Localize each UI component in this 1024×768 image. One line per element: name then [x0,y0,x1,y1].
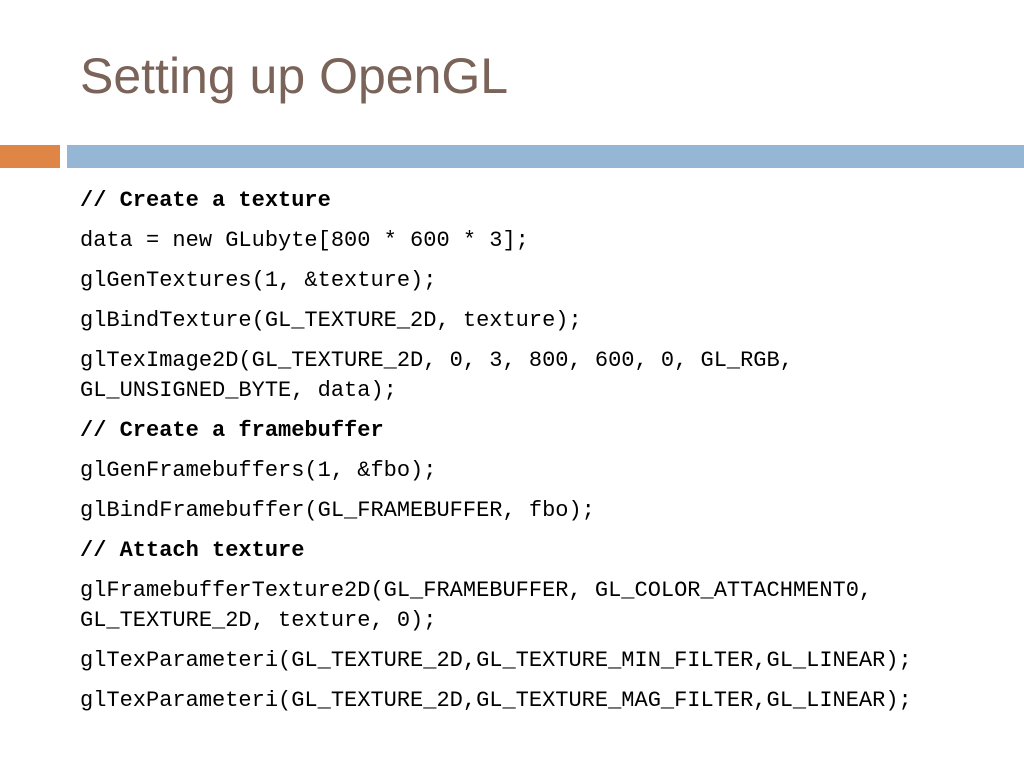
code-line: glGenTextures(1, &texture); [80,268,437,293]
code-line: glBindFramebuffer(GL_FRAMEBUFFER, fbo); [80,498,595,523]
title-rule-bar [67,145,1024,168]
code-line: glFramebufferTexture2D(GL_FRAMEBUFFER, G… [80,578,873,633]
code-line: glTexParameteri(GL_TEXTURE_2D,GL_TEXTURE… [80,688,912,713]
code-line: glTexParameteri(GL_TEXTURE_2D,GL_TEXTURE… [80,648,912,673]
accent-bar-left [0,145,60,168]
code-line: glTexImage2D(GL_TEXTURE_2D, 0, 3, 800, 6… [80,348,793,403]
code-line: glGenFramebuffers(1, &fbo); [80,458,437,483]
code-block: // Create a texture data = new GLubyte[8… [80,186,1010,726]
slide-title: Setting up OpenGL [80,48,509,104]
code-comment: // Create a texture [80,188,331,213]
code-comment: // Create a framebuffer [80,418,384,443]
code-comment: // Attach texture [80,538,305,563]
code-line: data = new GLubyte[800 * 600 * 3]; [80,228,529,253]
code-line: glBindTexture(GL_TEXTURE_2D, texture); [80,308,582,333]
